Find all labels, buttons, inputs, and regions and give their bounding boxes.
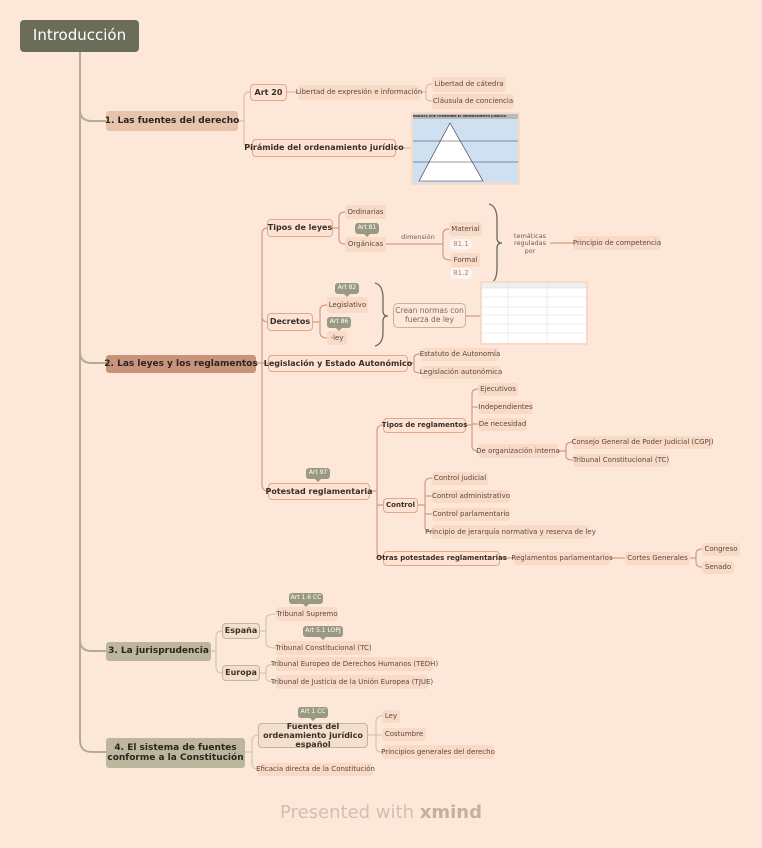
tag-art82: Art 82 — [335, 283, 359, 297]
node-costumbre[interactable]: Costumbre — [382, 728, 426, 741]
node-tc[interactable]: Tribunal Constitucional (TC) — [573, 454, 669, 467]
tag-art97: Art 97 — [306, 468, 330, 482]
brace-tematicas — [488, 203, 503, 285]
node-tedh[interactable]: Tribunal Europeo de Derechos Humanos (TE… — [271, 657, 438, 671]
footer-prefix: Presented with — [280, 802, 414, 823]
node-control[interactable]: Control — [383, 498, 418, 513]
node-ordinarias[interactable]: Ordinarias — [345, 205, 386, 219]
node-art20[interactable]: Art 20 — [250, 84, 287, 101]
node-decretos[interactable]: Decretos — [267, 313, 313, 331]
root-node[interactable]: Introducción — [20, 20, 139, 52]
node-otras-potestades[interactable]: Otras potestades reglamentarias — [376, 551, 507, 566]
node-control-administrativo[interactable]: Control administrativo — [432, 490, 510, 503]
node-control-judicial[interactable]: Control judicial — [432, 472, 488, 485]
node-eficacia-directa[interactable]: Eficacia directa de la Constitución — [256, 763, 375, 776]
node-tipos-reglamentos[interactable]: Tipos de reglamentos — [382, 418, 467, 433]
section-1-node[interactable]: 1. Las fuentes del derecho — [105, 111, 239, 131]
node-material[interactable]: Material — [449, 222, 482, 236]
tag-art1-cc: Art 1 CC — [298, 707, 328, 721]
node-libertad-catedra[interactable]: Libertad de cátedra — [432, 77, 506, 92]
label-tematicas: temáticas reguladas por — [513, 231, 547, 255]
node-piramide[interactable]: Pirámide del ordenamiento jurídico — [244, 139, 404, 157]
section-2-node[interactable]: 2. Las leyes y los reglamentos — [104, 355, 258, 373]
section-4-node[interactable]: 4. El sistema de fuentes conforme a la C… — [106, 738, 245, 768]
decretos-table-image — [482, 283, 586, 343]
label-dimension: dimensión — [401, 233, 435, 242]
pyramid-image-title: NORMAS QUE COMPONEN EL ORDENAMIENTO JURÍ… — [413, 114, 518, 119]
node-independientes[interactable]: Independientes — [478, 401, 533, 414]
brace-decretos — [374, 282, 389, 347]
node-legislacion-estado-autonomico[interactable]: Legislación y Estado Autonómico — [264, 355, 412, 372]
node-organizacion-interna[interactable]: De organización interna — [476, 444, 560, 458]
label-81-2: 81.2 — [450, 268, 472, 279]
tag-art51-lopj: Art 5.1 LOPJ — [303, 626, 343, 640]
node-potestad-reglamentaria[interactable]: Potestad reglamentaria — [265, 483, 373, 500]
node-senado[interactable]: Senado — [702, 561, 734, 574]
tag-art16-cc: Art 1.6 CC — [289, 593, 323, 607]
node-europa[interactable]: Europa — [222, 665, 260, 681]
node-formal[interactable]: Formal — [451, 253, 480, 267]
tag-art81: Art 81 — [355, 223, 379, 237]
node-tipos-leyes[interactable]: Tipos de leyes — [267, 219, 333, 237]
node-organicas[interactable]: Orgánicas — [345, 237, 386, 252]
node-estatuto[interactable]: Estatuto de Autonomía — [420, 348, 500, 361]
node-tribunal-supremo[interactable]: Tribunal Supremo — [276, 607, 338, 621]
node-congreso[interactable]: Congreso — [702, 543, 740, 556]
node-control-parlamentario[interactable]: Control parlamentario — [432, 508, 510, 521]
node-cortes-generales[interactable]: Cortes Generales — [625, 552, 690, 565]
table-grid — [482, 283, 586, 343]
node-reglamentos-parlamentarios[interactable]: Reglamentos parlamentarios — [511, 552, 613, 565]
node-ley-fuente[interactable]: Ley — [382, 710, 400, 723]
node-principio-jerarquia[interactable]: Principio de jerarquía normativa y reser… — [425, 525, 596, 539]
node-ley[interactable]: -ley — [327, 331, 347, 345]
node-cgpj[interactable]: Consejo General de Poder Judicial (CGPJ) — [571, 436, 714, 449]
node-tjue[interactable]: Tribunal de Justicia de la Unión Europea… — [271, 675, 433, 689]
tag-art86: Art 86 — [327, 317, 351, 331]
node-clausula-conciencia[interactable]: Cláusula de conciencia — [432, 94, 514, 109]
footer-brand-logo: xmind — [419, 802, 482, 823]
label-81-1: 81.1 — [450, 239, 472, 250]
node-de-necesidad[interactable]: De necesidad — [478, 418, 527, 431]
node-crean-normas[interactable]: Crean normas con fuerza de ley — [393, 303, 466, 328]
pyramid-image: NORMAS QUE COMPONEN EL ORDENAMIENTO JURÍ… — [413, 114, 518, 183]
node-libertad-expresion[interactable]: Libertad de expresión e información — [296, 85, 422, 100]
node-espana[interactable]: España — [222, 623, 260, 639]
node-principios-generales[interactable]: Principios generales del derecho — [381, 745, 495, 759]
node-legislacion-autonomica[interactable]: Legislación autonómica — [420, 366, 502, 379]
node-fuentes-ordenamiento[interactable]: Fuentes del ordenamiento jurídico españo… — [258, 722, 368, 749]
footer-branding: Presented with xmind — [0, 802, 762, 823]
node-legislativo[interactable]: Legislativo — [327, 297, 368, 313]
node-tribunal-constitucional[interactable]: Tribunal Constitucional (TC) — [275, 641, 372, 655]
node-ejecutivos[interactable]: Ejecutivos — [478, 383, 518, 396]
section-3-node[interactable]: 3. La jurisprudencia — [106, 642, 211, 661]
pyramid-shape — [413, 122, 518, 182]
node-principio-competencia[interactable]: Principio de competencia — [573, 236, 661, 250]
